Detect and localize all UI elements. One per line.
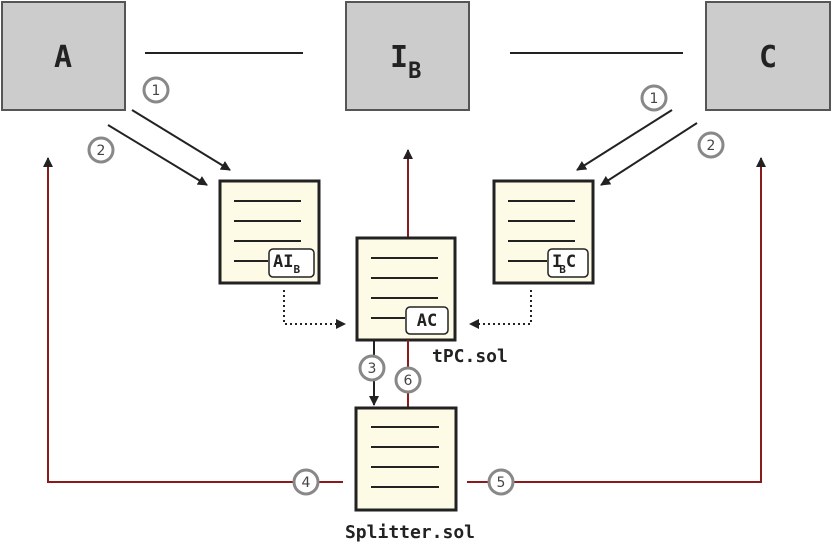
- document-ib-c: IBC: [492, 179, 595, 285]
- svg-text:5: 5: [497, 475, 506, 491]
- node-c: C: [705, 1, 831, 111]
- dotted-arrow-ibc-to-tpc: [469, 290, 532, 329]
- document-tpc-filename: tPC.sol: [432, 346, 508, 367]
- arrow-c-step1: [576, 109, 673, 171]
- step-badge-c-2: 2: [697, 131, 725, 159]
- node-ib-main: I: [390, 40, 408, 75]
- svg-text:2: 2: [707, 138, 716, 154]
- red-arrow-to-c: [467, 157, 766, 483]
- node-c-label: C: [759, 40, 777, 75]
- document-ai-b: AIB: [218, 179, 321, 285]
- step-badge-c-1: 1: [640, 84, 668, 112]
- document-ai-b-tag: AIB: [273, 252, 300, 276]
- document-splitter-filename: Splitter.sol: [345, 522, 475, 543]
- arrow-c-step2: [600, 122, 698, 186]
- svg-text:3: 3: [368, 361, 377, 377]
- document-splitter: [354, 406, 458, 512]
- node-ib: IB: [345, 1, 470, 111]
- document-tpc-tag: AC: [417, 311, 437, 331]
- svg-text:1: 1: [152, 83, 161, 99]
- document-ib-c-tag: IBC: [552, 252, 576, 276]
- svg-text:1: 1: [650, 91, 659, 107]
- svg-text:2: 2: [97, 143, 106, 159]
- node-ib-subscript: B: [408, 59, 421, 84]
- step-badge-a-2: 2: [87, 136, 115, 164]
- step-badge-4: 4: [292, 468, 320, 496]
- dotted-arrow-aib-to-tpc: [283, 290, 346, 329]
- document-tpc: AC: [355, 236, 457, 342]
- step-badge-3: 3: [358, 354, 386, 382]
- step-badge-a-1: 1: [142, 76, 170, 104]
- arrow-a-step1: [131, 109, 231, 171]
- node-a: A: [1, 1, 126, 111]
- step-badge-5: 5: [487, 468, 515, 496]
- svg-text:6: 6: [404, 373, 413, 389]
- node-a-label: A: [54, 40, 72, 75]
- node-ib-label: IB: [390, 40, 421, 84]
- red-arrow-to-a: [43, 157, 343, 483]
- step-badge-6: 6: [394, 366, 422, 394]
- arrow-a-step2: [107, 124, 208, 186]
- svg-text:4: 4: [302, 475, 311, 491]
